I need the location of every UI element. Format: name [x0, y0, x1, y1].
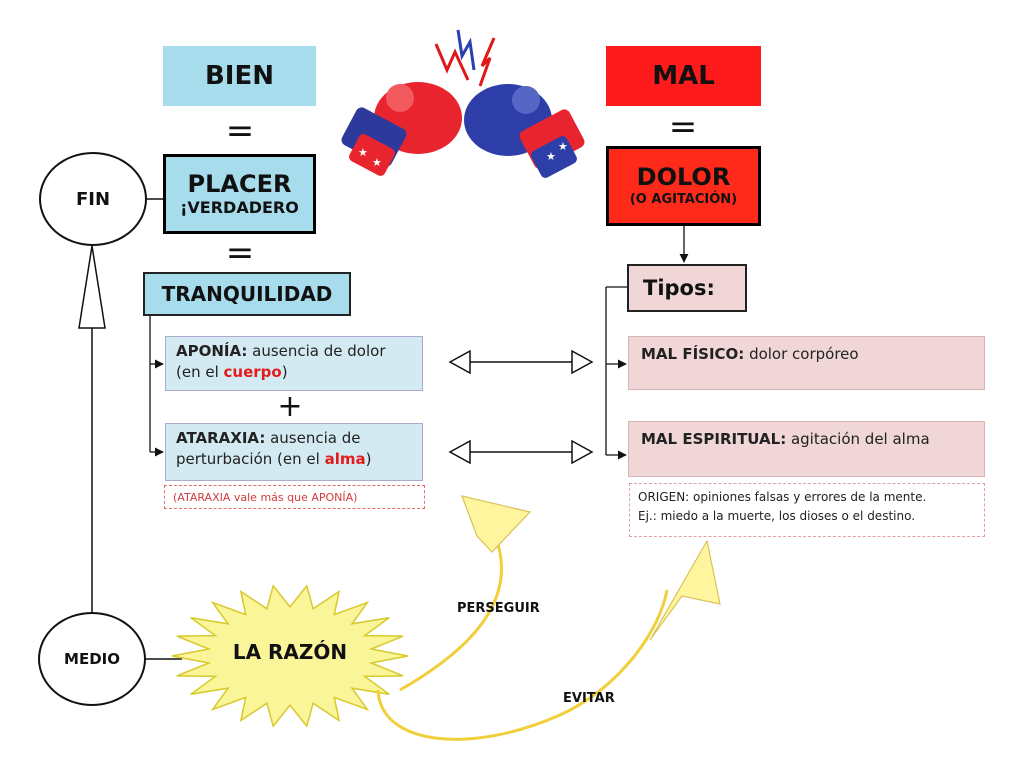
- aponia-line2-pre: (en el: [176, 363, 224, 381]
- perseguir-label: PERSEGUIR: [457, 601, 540, 616]
- svg-text:★: ★: [558, 140, 568, 153]
- medio-to-fin-arrow: [78, 245, 106, 612]
- mal-fisico-box: MAL FÍSICO: dolor corpóreo: [628, 336, 985, 390]
- equals-sign: =: [225, 233, 255, 273]
- aponia-desc: ausencia de dolor: [247, 342, 386, 360]
- equals-sign: =: [225, 111, 255, 151]
- ataraxia-note: (ATARAXIA vale más que APONÍA): [164, 485, 425, 509]
- aponia-box: APONÍA: ausencia de dolor (en el cuerpo): [165, 336, 423, 391]
- perseguir-arrow: [399, 495, 532, 692]
- ataraxia-box: ATARAXIA: ausencia de perturbación (en e…: [165, 423, 423, 481]
- ataraxia-key: alma: [324, 450, 366, 468]
- evitar-label: EVITAR: [563, 691, 615, 706]
- tipos-box: Tipos:: [627, 264, 747, 312]
- origen-note: ORIGEN: opiniones falsas y errores de la…: [629, 483, 985, 537]
- svg-text:★: ★: [358, 146, 368, 159]
- origen-line2: Ej.: miedo a la muerte, los dioses o el …: [638, 509, 916, 523]
- tranquilidad-bracket: [149, 316, 164, 457]
- double-arrow-ataraxia-espiritual: [448, 439, 594, 465]
- plus-sign: +: [277, 389, 303, 424]
- medio-ellipse: MEDIO: [38, 612, 146, 706]
- svg-text:★: ★: [546, 150, 556, 163]
- ataraxia-line2-pre: perturbación (en el: [176, 450, 325, 468]
- aponia-term: APONÍA:: [176, 342, 248, 360]
- boxing-gloves-icon: ★ ★ ★ ★: [341, 29, 585, 178]
- aponia-line2-post: ): [281, 363, 288, 381]
- aponia-key: cuerpo: [223, 363, 282, 381]
- mal-espiritual-desc: agitación del alma: [786, 430, 930, 448]
- razon-sun-burst: [171, 584, 409, 728]
- mal-fisico-term: MAL FÍSICO:: [641, 345, 745, 363]
- equals-sign: =: [668, 107, 698, 147]
- origen-line1: ORIGEN: opiniones falsas y errores de la…: [638, 490, 927, 504]
- double-arrow-aponia-fisico: [448, 349, 594, 375]
- mal-box: MAL: [606, 46, 761, 106]
- dolor-title: DOLOR: [636, 163, 731, 191]
- evitar-arrow: [376, 539, 721, 741]
- svg-text:★: ★: [372, 156, 382, 169]
- razon-label: LA RAZÓN: [232, 640, 348, 664]
- tranquilidad-box: TRANQUILIDAD: [143, 272, 351, 316]
- placer-box: PLACER ¡VERDADERO: [163, 154, 316, 234]
- ataraxia-line2-post: ): [365, 450, 372, 468]
- tipos-bracket: [605, 286, 627, 460]
- mal-espiritual-term: MAL ESPIRITUAL:: [641, 430, 787, 448]
- ataraxia-desc: ausencia de: [265, 429, 361, 447]
- fin-ellipse: FIN: [39, 152, 147, 246]
- placer-title: PLACER: [187, 170, 292, 198]
- mal-espiritual-box: MAL ESPIRITUAL: agitación del alma: [628, 421, 985, 477]
- ataraxia-term: ATARAXIA:: [176, 429, 266, 447]
- bien-box: BIEN: [163, 46, 316, 106]
- mal-fisico-desc: dolor corpóreo: [744, 345, 859, 363]
- dolor-box: DOLOR (O AGITACIÓN): [606, 146, 761, 226]
- dolor-subtitle: (O AGITACIÓN): [629, 192, 738, 207]
- placer-subtitle: ¡VERDADERO: [180, 198, 299, 217]
